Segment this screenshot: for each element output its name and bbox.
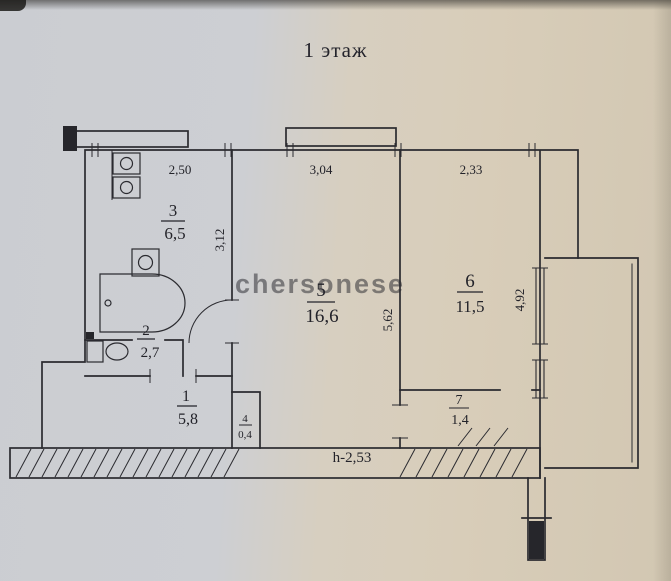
bathtub-drain-icon: [104, 299, 112, 307]
room-labels: 3 6,5 2 2,7 1 5,8 4 0,4 5 16,6 6 11,5 7: [137, 201, 485, 441]
room-6-area: 11,5: [455, 297, 484, 316]
closet-walls: [231, 391, 261, 449]
dim-top-left: 2,50: [169, 162, 192, 177]
dim-middle-wall: 5,62: [380, 309, 395, 332]
room-4-area: 0,4: [238, 429, 252, 441]
outer-walls: [41, 149, 579, 479]
vent-block-icon: [86, 332, 94, 339]
bottom-wall-strip: [9, 447, 541, 479]
room-4-number: 4: [242, 413, 248, 425]
dim-right-wall: 4,92: [512, 289, 527, 312]
balcony-outline: [544, 257, 639, 469]
radiator-ticks: [457, 427, 509, 447]
sink-basin-icon: [119, 156, 134, 171]
sink-icon: [112, 152, 141, 175]
opening-ticks: [91, 143, 536, 447]
washing-machine-icon: [131, 248, 160, 277]
dim-top-middle: 3,04: [310, 162, 333, 177]
balcony-door-icon: [532, 359, 548, 399]
photo-right-shade: [653, 0, 671, 581]
room-2-area: 2,7: [141, 345, 160, 361]
bottom-right-wall-extension: [521, 477, 552, 561]
room-6-number: 6: [465, 271, 475, 292]
toilet-room-walls: [84, 339, 184, 377]
photo-corner-shadow: [0, 0, 26, 11]
room-2-number: 2: [142, 323, 150, 339]
toilet-cistern-icon: [86, 340, 104, 363]
room-3-area: 6,5: [164, 224, 185, 243]
room-5-area: 16,6: [305, 306, 338, 327]
dimension-labels: 2,50 3,04 2,33 3,12 5,62 4,92: [169, 162, 527, 331]
watermark-text: chersonese: [235, 269, 405, 299]
room-7-number: 7: [456, 393, 463, 408]
dim-left-wall: 3,12: [212, 229, 227, 252]
dim-top-right: 2,33: [460, 162, 483, 177]
room-5-number: 5: [316, 280, 326, 301]
wall-corner-block: [63, 126, 77, 151]
floor-title: 1 этаж: [303, 38, 368, 62]
toilet-bowl-icon: [105, 342, 129, 361]
fixtures: [86, 150, 186, 363]
wall-lines: [9, 126, 639, 561]
window-symbols: [532, 267, 548, 399]
bathtub-icon: [99, 273, 186, 333]
wall-hatching: [15, 448, 528, 478]
ceiling-height-note: h-2,53: [333, 450, 372, 466]
room-3-number: 3: [169, 201, 178, 220]
top-wall-segment-middle: [285, 127, 397, 147]
room-7-area: 1,4: [451, 413, 469, 428]
room-1-area: 5,8: [178, 411, 198, 428]
washing-machine-drum-icon: [137, 254, 154, 271]
balcony-window-icon: [532, 267, 548, 345]
bottom-right-wall-fill: [529, 521, 544, 559]
room-1-number: 1: [182, 388, 190, 405]
sink-basin-icon-2: [119, 180, 134, 195]
door-swing-arc: [188, 299, 233, 344]
interior-vertical-walls: [231, 149, 401, 449]
top-wall-segment-left: [67, 130, 189, 148]
sink-icon-2: [112, 176, 141, 199]
